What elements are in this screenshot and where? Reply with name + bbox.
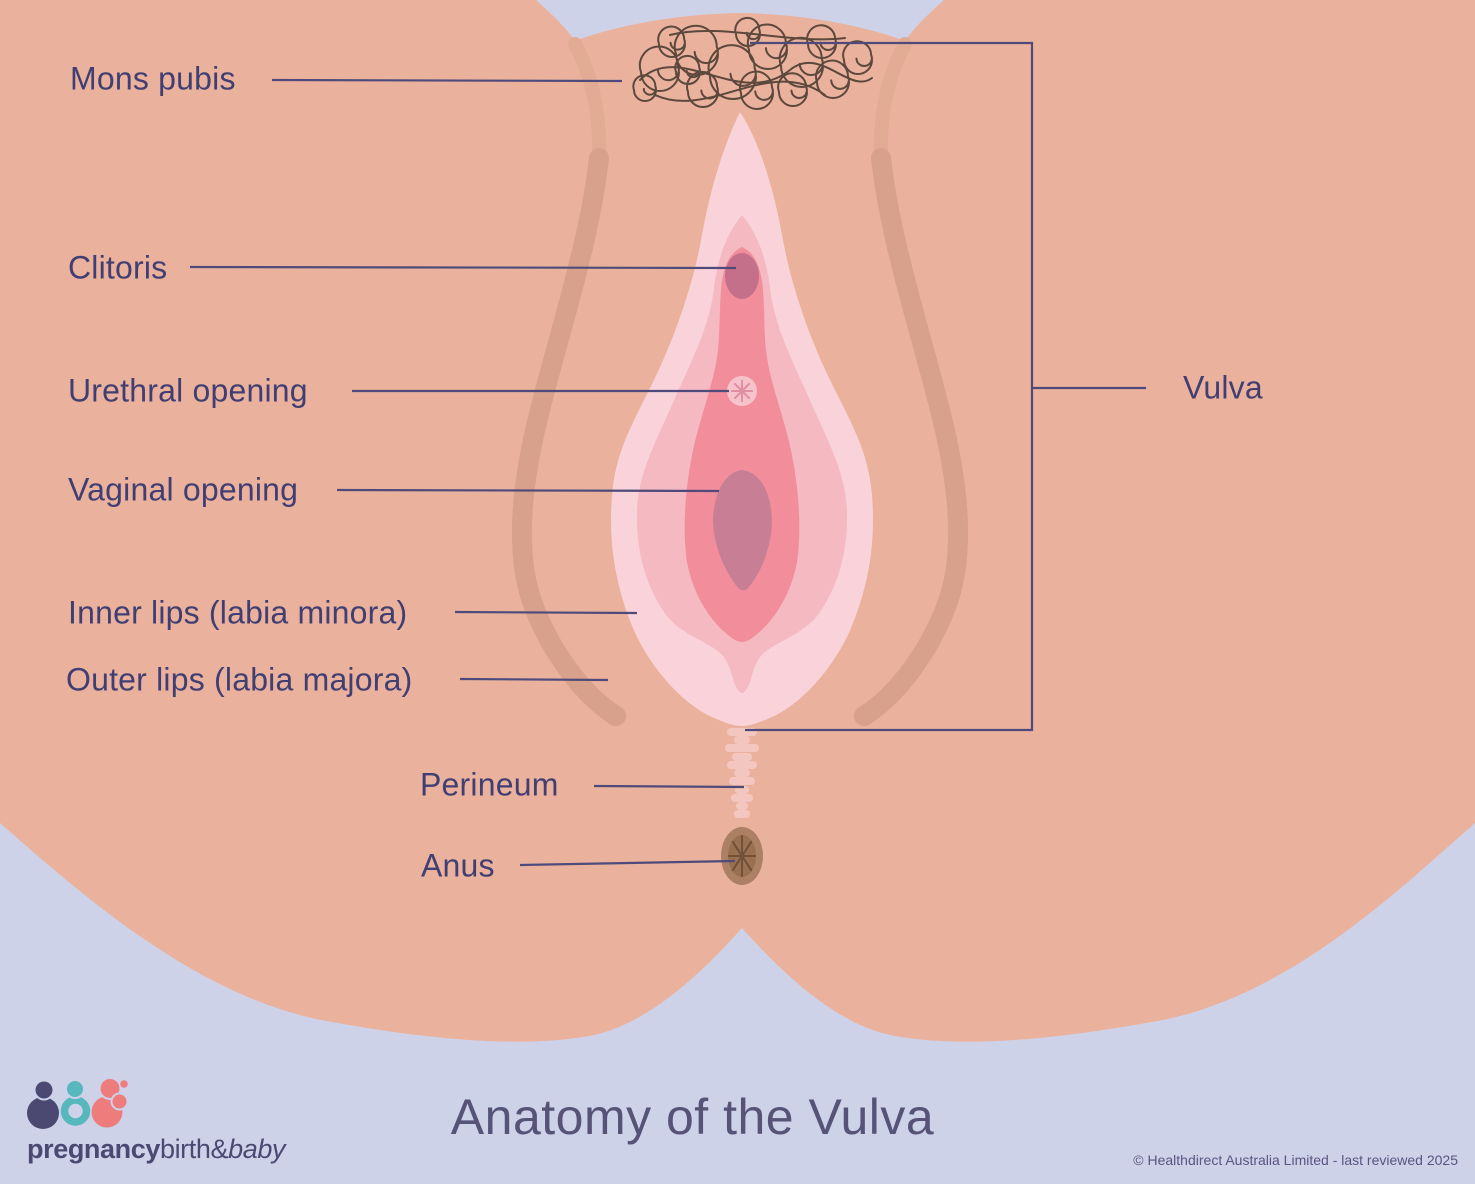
line-clitoris: [189, 265, 737, 270]
leg-crease-right-upper: [873, 37, 912, 157]
label-perineum: Perineum: [420, 766, 559, 803]
leg-crease-left-upper: [568, 37, 607, 157]
label-anus: Anus: [421, 847, 495, 884]
perineum-texture: [725, 728, 759, 818]
copyright-note: © Healthdirect Australia Limited - last …: [1133, 1152, 1458, 1168]
logo-figure-baby: [91, 1077, 129, 1128]
logo-figures: [27, 1077, 129, 1129]
connector-lines: [189, 41, 1146, 867]
vulva-bracket: [745, 41, 1034, 732]
line-mons-pubis: [271, 78, 623, 83]
anus-star: [728, 835, 756, 877]
logo-word-baby: baby: [228, 1134, 286, 1164]
vaginal-opening-shape: [713, 470, 772, 591]
page-title: Anatomy of the Vulva: [450, 1089, 935, 1145]
logo-wordmark: pregnancybirth&baby: [27, 1134, 285, 1165]
label-inner-lips: Inner lips (labia minora): [68, 594, 408, 631]
line-outer-lips: [459, 677, 609, 682]
line-perineum: [593, 784, 745, 789]
logo-figure-birth: [60, 1079, 91, 1126]
logo-word-birth: birth&: [159, 1134, 229, 1164]
leg-crease-right: [854, 148, 969, 726]
line-vaginal: [336, 488, 720, 493]
label-vulva: Vulva: [1183, 369, 1263, 406]
label-vaginal-opening: Vaginal opening: [68, 471, 299, 508]
urethral-opening-star: [731, 380, 753, 402]
logo-word-pregnancy: pregnancy: [27, 1134, 160, 1164]
label-outer-lips: Outer lips (labia majora): [66, 661, 413, 698]
line-inner-lips: [454, 610, 638, 615]
label-mons-pubis: Mons pubis: [70, 60, 236, 97]
line-anus: [519, 859, 736, 867]
clitoris-shape: [725, 253, 759, 299]
label-clitoris: Clitoris: [68, 249, 168, 286]
logo-figure-pregnancy: [27, 1079, 59, 1129]
vestibule-shape: [684, 247, 800, 642]
label-urethral-opening: Urethral opening: [68, 372, 308, 409]
